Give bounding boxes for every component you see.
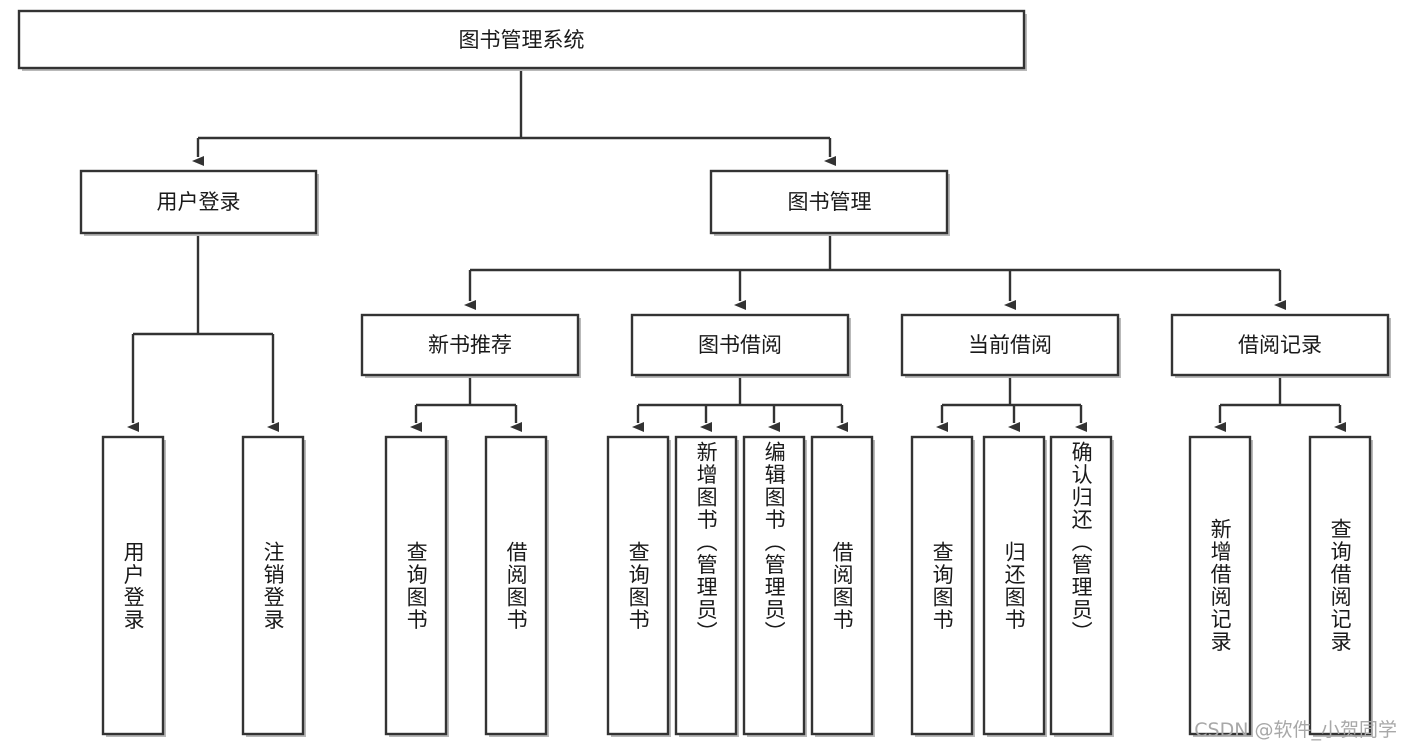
leaf-borrow-book-2[interactable] (674, 435, 739, 737)
edge-group-borrowbook-to-leaves (632, 375, 848, 432)
edge-group-bookmgmt-to-level2 (464, 233, 1286, 310)
node-user-login-label: 用户登录 (157, 190, 241, 214)
node-root[interactable]: 图书管理系统 (17, 9, 1027, 71)
leaf-new-book-2[interactable] (484, 435, 549, 737)
node-new-book-recommend[interactable]: 新书推荐 (360, 313, 581, 378)
leaf-borrow-book-3[interactable] (742, 435, 807, 737)
node-borrow-record[interactable]: 借阅记录 (1170, 313, 1391, 378)
node-current-borrow-label: 当前借阅 (968, 333, 1052, 357)
node-book-borrow[interactable]: 图书借阅 (630, 313, 851, 378)
leaf-borrow-book-4[interactable] (810, 435, 875, 737)
node-book-borrow-label: 图书借阅 (698, 333, 782, 357)
node-root-label: 图书管理系统 (459, 28, 585, 52)
leaf-user-login-1[interactable] (101, 435, 166, 737)
node-current-borrow[interactable]: 当前借阅 (900, 313, 1121, 378)
leaf-user-login-2[interactable] (241, 435, 306, 737)
leaf-current-borrow-3[interactable] (1049, 435, 1114, 737)
leaf-borrow-record-2[interactable] (1308, 435, 1373, 737)
node-borrow-record-label: 借阅记录 (1238, 333, 1322, 357)
node-book-management-label: 图书管理 (788, 190, 872, 214)
edge-group-borrowrecord-to-leaves (1214, 375, 1346, 432)
node-user-login[interactable]: 用户登录 (79, 169, 319, 236)
edge-group-currentborrow-to-leaves (936, 375, 1087, 432)
leaf-borrow-record-1[interactable] (1188, 435, 1253, 737)
leaf-current-borrow-2[interactable] (982, 435, 1047, 737)
edge-group-userlogin-to-leaves (127, 233, 279, 432)
node-new-book-recommend-label: 新书推荐 (428, 333, 512, 357)
edge-group-root-to-level1 (192, 68, 836, 166)
csdn-watermark: CSDN @软件_小贺同学 (1194, 719, 1397, 741)
node-book-management[interactable]: 图书管理 (709, 169, 950, 236)
leaf-current-borrow-1[interactable] (910, 435, 975, 737)
leaf-new-book-1[interactable] (384, 435, 449, 737)
edge-group-newbook-to-leaves (410, 375, 522, 432)
leaf-borrow-book-1[interactable] (606, 435, 671, 737)
